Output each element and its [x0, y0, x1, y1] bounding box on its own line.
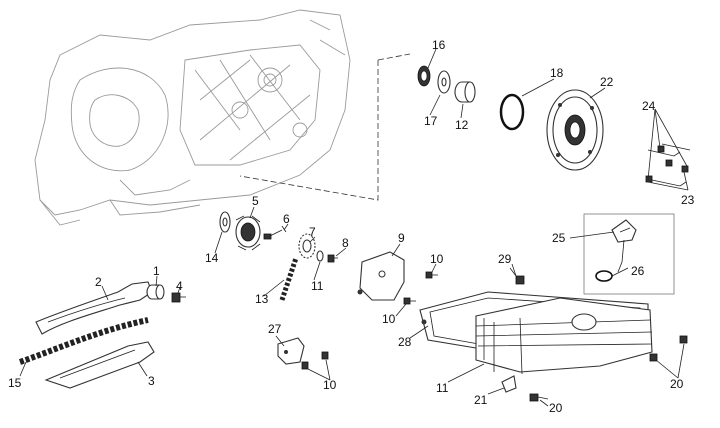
callout-17: 16 — [432, 38, 446, 52]
part-4-bolt — [171, 292, 186, 303]
callout-4: 4 — [176, 279, 183, 293]
part-12-washer — [316, 250, 324, 262]
part-7-sprocket — [298, 233, 316, 259]
callout-28: 28 — [398, 335, 412, 349]
callout-24: 24 — [642, 99, 656, 113]
part-20-bolts — [529, 335, 688, 402]
part-10-bolts — [301, 271, 438, 370]
callout-5: 5 — [252, 194, 259, 208]
callout-3: 3 — [148, 374, 155, 388]
callout-23: 23 — [681, 193, 695, 207]
callout-12: 11 — [311, 279, 324, 293]
part-5-gear — [235, 215, 261, 251]
callout-20-right: 20 — [670, 377, 684, 391]
callout-26: 26 — [631, 264, 645, 278]
part-9-bracket — [357, 251, 405, 301]
callout-18: 17 — [424, 114, 438, 128]
part-24-screws — [645, 108, 691, 191]
part-2-tensioner-blade — [35, 281, 153, 335]
part-19-o-ring — [499, 93, 525, 131]
callout-10-bottom: 10 — [323, 378, 337, 392]
part-21-drain-bolt — [501, 375, 517, 393]
callout-27: 27 — [268, 322, 282, 336]
part-16-drive-chain — [19, 317, 149, 365]
part-11-oil-sump — [475, 297, 653, 375]
part-22-pump-cover — [546, 89, 604, 171]
callout-14: 12 — [455, 118, 469, 132]
callout-7: 7 — [309, 225, 316, 239]
callout-9: 9 — [398, 231, 405, 245]
part-29-plug — [509, 267, 525, 285]
callout-8: 8 — [342, 236, 349, 250]
part-15-washer — [219, 211, 231, 233]
part-14-cap — [454, 81, 476, 103]
callout-6: 6 — [283, 212, 290, 226]
callout-labels: 16 17 12 18 22 24 23 5 6 7 8 14 11 13 1 … — [8, 38, 695, 415]
part-27-bracket — [277, 337, 305, 365]
callout-10-mid: 10 — [382, 312, 396, 326]
part-13-chain — [279, 257, 299, 301]
callout-21: 21 — [474, 393, 488, 407]
leader-lines — [19, 48, 685, 407]
callout-15: 14 — [205, 251, 219, 265]
part-8-bolt — [327, 254, 338, 263]
callout-11: 11 — [436, 381, 449, 395]
dashed-reference-lines — [239, 53, 411, 201]
part-25-dipstick — [583, 213, 675, 295]
callout-22: 22 — [600, 75, 614, 89]
callout-20-bottom: 20 — [549, 401, 563, 415]
callout-13: 13 — [255, 292, 269, 306]
callout-25: 25 — [552, 231, 566, 245]
callout-19: 18 — [550, 66, 564, 80]
part-1-spacer — [146, 284, 165, 300]
callout-29: 29 — [498, 252, 512, 266]
part-6-bolt — [263, 225, 287, 240]
callout-1: 1 — [153, 264, 160, 278]
crankcase-housing — [34, 9, 351, 226]
part-3-chain-guide — [44, 341, 155, 389]
part-26-o-ring — [595, 270, 613, 282]
part-18-washer — [437, 70, 451, 94]
part-17-seal — [417, 65, 431, 87]
callout-2: 2 — [95, 275, 102, 289]
callout-10-top: 10 — [430, 252, 444, 266]
callout-16: 15 — [8, 376, 22, 390]
